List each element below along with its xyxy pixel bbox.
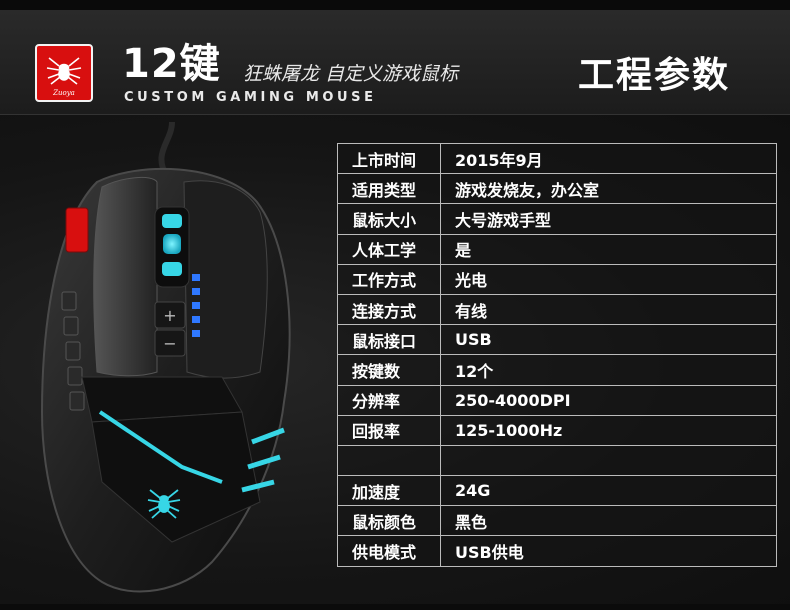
header-banner: Zuoya 12键 狂蛛屠龙 自定义游戏鼠标 CUSTOM GAMING MOU… — [0, 10, 790, 115]
spec-value — [440, 444, 777, 477]
spec-key: 适用类型 — [337, 173, 441, 205]
spec-value: 24G — [440, 475, 777, 507]
spider-logo-icon: Zuoya — [46, 57, 82, 97]
spec-key: 回报率 — [337, 414, 441, 446]
spec-value: 250-4000DPI — [440, 384, 777, 416]
spec-value: 2015年9月 — [440, 142, 777, 175]
plus-icon: + — [163, 306, 176, 325]
dpi-plus-button[interactable] — [154, 301, 186, 329]
right-button — [183, 180, 268, 379]
spec-value: 有线 — [440, 293, 777, 326]
spec-row: 工作方式光电 — [337, 263, 777, 295]
spec-value: 是 — [440, 233, 777, 265]
dpi-led-3 — [192, 302, 200, 309]
fire-button[interactable] — [65, 207, 89, 253]
left-button — [93, 176, 158, 377]
spec-key: 分辨率 — [337, 384, 441, 416]
spec-row: 人体工学是 — [337, 233, 777, 265]
spec-value: 光电 — [440, 263, 777, 295]
spec-row — [337, 444, 777, 477]
dpi-led-5 — [192, 330, 200, 337]
spec-value: 12个 — [440, 354, 777, 386]
spec-key: 按键数 — [337, 354, 441, 386]
top-strip — [0, 0, 790, 10]
dpi-led-4 — [192, 316, 200, 323]
section-title: 工程参数 — [578, 55, 731, 96]
light-strip-4 — [241, 479, 275, 493]
spec-value: 125-1000Hz — [440, 414, 777, 446]
dpi-led-1 — [192, 274, 200, 281]
spec-key: 工作方式 — [337, 263, 441, 295]
minus-icon: − — [163, 334, 176, 353]
logo-wordmark: Zuoya — [52, 89, 75, 97]
spec-key: 鼠标接口 — [337, 324, 441, 356]
spec-key: 连接方式 — [337, 293, 441, 326]
thumb-buttons — [61, 291, 85, 411]
brand-logo: Zuoya — [35, 44, 93, 102]
light-strip-1 — [98, 410, 223, 484]
spec-key: 鼠标颜色 — [337, 505, 441, 537]
spec-key: 上市时间 — [337, 142, 441, 175]
spec-key: 人体工学 — [337, 233, 441, 265]
spec-row: 适用类型游戏发烧友，办公室 — [337, 173, 777, 205]
light-strip-2 — [251, 427, 285, 445]
spec-value: 黑色 — [440, 505, 777, 537]
spider-emblem-icon — [147, 489, 181, 519]
dpi-led-2 — [192, 288, 200, 295]
mouse-image: + − — [40, 122, 291, 593]
bottom-strip — [0, 604, 790, 610]
spec-row: 连接方式有线 — [337, 293, 777, 326]
spec-row: 鼠标颜色黑色 — [337, 505, 777, 537]
spec-key: 供电模式 — [337, 535, 441, 567]
product-name: 狂蛛屠龙 自定义游戏鼠标 — [243, 63, 459, 85]
spec-row: 鼠标大小大号游戏手型 — [337, 203, 777, 235]
dpi-minus-button[interactable] — [154, 329, 186, 357]
spec-key: 鼠标大小 — [337, 203, 441, 235]
spec-value: USB供电 — [440, 535, 777, 567]
wheel-led-bottom — [162, 262, 182, 276]
spec-key: 加速度 — [337, 475, 441, 507]
spec-value: 大号游戏手型 — [440, 203, 777, 235]
spec-value: USB — [440, 324, 777, 356]
wheel-led-top — [162, 214, 182, 228]
product-subtitle: CUSTOM GAMING MOUSE — [124, 90, 377, 105]
spec-value: 游戏发烧友，办公室 — [440, 173, 777, 205]
light-strip-3 — [247, 454, 281, 470]
keys-title: 12键 — [122, 41, 221, 87]
lower-panel — [91, 411, 261, 543]
scroll-wheel[interactable] — [163, 234, 181, 254]
spec-key — [337, 444, 441, 477]
